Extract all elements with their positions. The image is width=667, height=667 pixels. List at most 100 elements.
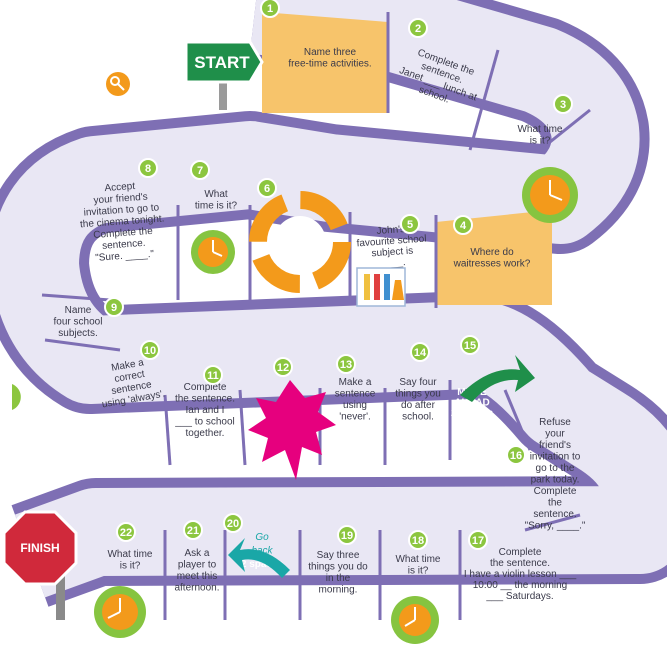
- number-badge-8: [138, 158, 158, 178]
- square-21-line: afternoon.: [174, 583, 219, 594]
- square-17-line: I have a violin lesson ___: [464, 569, 577, 580]
- square-1-line: Name three: [304, 47, 357, 58]
- square-11-line: Ian and I: [186, 405, 225, 416]
- number-badge-12: [273, 357, 293, 377]
- number-badge-2: [408, 18, 428, 38]
- number-badge-3: [553, 94, 573, 114]
- square-16-line: go to the: [536, 463, 575, 474]
- square-18-line: What time: [395, 554, 440, 565]
- square-9-line: Name: [65, 305, 92, 316]
- number-badge-label-5: 5: [407, 219, 413, 231]
- square-16-line: "Sorry, ____.": [525, 521, 586, 532]
- start-sign: START: [184, 40, 264, 110]
- square-5-line: subject is: [371, 246, 413, 260]
- square-18-line: is it?: [408, 566, 429, 577]
- square-8-line: your friend's: [93, 192, 148, 207]
- number-badge-label-2: 2: [415, 23, 421, 35]
- miss-a-turn-arrows-icon: [249, 191, 351, 293]
- square-1-line: free-time activities.: [288, 59, 371, 70]
- square-11-line: Complete: [184, 382, 227, 393]
- square-1-highlight: [262, 12, 388, 113]
- square-14-line: things you: [395, 389, 441, 400]
- square-19-line: Say three: [317, 550, 360, 561]
- number-badge-label-15: 15: [464, 340, 476, 352]
- square-20-text: Go back 2 spaces: [241, 532, 284, 570]
- move-ahead-arrow-icon: [460, 355, 535, 402]
- number-badge-label-19: 19: [341, 530, 353, 542]
- square-8-line: Accept: [104, 181, 135, 194]
- square-7-line: time is it?: [195, 201, 238, 212]
- number-badge-label-12: 12: [277, 362, 289, 374]
- start-label: START: [194, 53, 250, 72]
- square-13-line: Make a: [339, 377, 372, 388]
- number-badge-label-14: 14: [414, 347, 427, 359]
- key-icon: [106, 72, 130, 96]
- square-16-line: invitation to: [530, 452, 581, 463]
- go-back-burst-icon: [248, 380, 336, 480]
- square-8-line: "Sure. ____.": [95, 249, 155, 264]
- square-9-line: subjects.: [58, 328, 97, 339]
- square-8-line: sentence.: [102, 238, 146, 252]
- number-badge-20: [223, 513, 243, 533]
- square-20-line: 2 spaces: [241, 559, 284, 570]
- number-badge-10: [140, 340, 160, 360]
- square-8-line: Complete the: [93, 226, 154, 241]
- number-badge-17: [468, 530, 488, 550]
- number-badge-9: [104, 297, 124, 317]
- square-13-line: sentence: [335, 389, 376, 400]
- square-19-line: in the: [326, 573, 351, 584]
- square-14-line: Say four: [399, 377, 437, 388]
- square-20-line: back: [251, 546, 273, 557]
- number-badge-label-3: 3: [560, 99, 566, 111]
- number-badge-label-11: 11: [207, 370, 219, 382]
- number-badge-label-13: 13: [340, 359, 352, 371]
- square-16-line: Complete: [534, 486, 577, 497]
- square-5-line: John's: [376, 224, 405, 237]
- number-badge-16: [506, 445, 526, 465]
- number-badge-label-18: 18: [412, 535, 424, 547]
- number-badge-13: [336, 354, 356, 374]
- square-14-line: do after: [401, 400, 436, 411]
- clock-icon-square-3: [522, 167, 578, 223]
- number-badge-11: [203, 365, 223, 385]
- number-badge-19: [337, 525, 357, 545]
- number-badge-label-22: 22: [120, 527, 132, 539]
- number-badge-label-16: 16: [510, 450, 522, 462]
- square-20-line: Go: [255, 532, 269, 543]
- square-22-line: What time: [107, 549, 152, 560]
- number-badge-22: [116, 522, 136, 542]
- square-21-line: meet this: [177, 571, 218, 582]
- square-11-line: ___ to school: [174, 417, 235, 428]
- square-16-line: park today.: [531, 475, 580, 486]
- number-badge-label-21: 21: [187, 525, 199, 537]
- square-4-line: Where do: [470, 247, 514, 258]
- square-9-line: four school: [54, 317, 103, 328]
- square-5-text: John'sfavourite schoolsubject is____.: [356, 223, 429, 272]
- square-16-line: Refuse: [539, 417, 571, 428]
- square-16-line: the: [548, 498, 562, 509]
- clock-icon-square-7: [191, 230, 235, 274]
- square-15-line: 2 spaces: [451, 408, 494, 419]
- square-21-line: Ask a: [184, 548, 209, 559]
- square-5-line: favourite school: [356, 234, 427, 250]
- number-badge-label-9: 9: [111, 302, 117, 314]
- square-8-line: invitation to go to: [83, 202, 160, 218]
- number-badge-label-8: 8: [145, 163, 151, 175]
- square-5-line: ____.: [379, 257, 406, 270]
- square-13-line: 'never'.: [339, 412, 371, 423]
- square-11-line: the sentence.: [175, 394, 235, 405]
